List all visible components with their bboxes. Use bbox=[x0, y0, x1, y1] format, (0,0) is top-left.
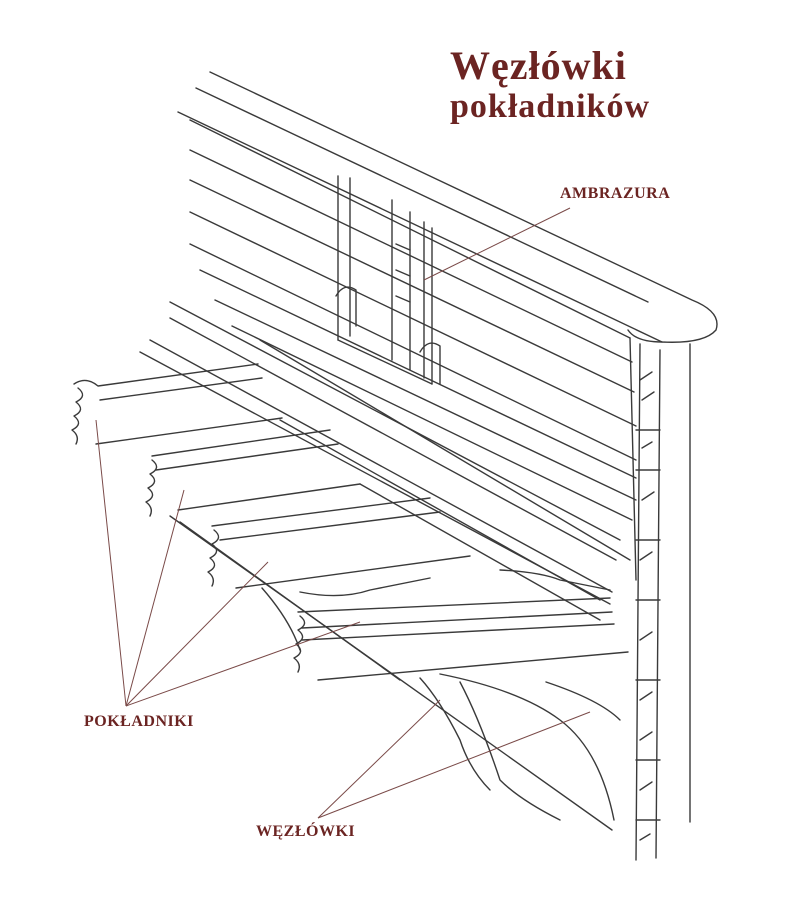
lower-planks bbox=[279, 419, 601, 621]
deck-beams bbox=[71, 363, 629, 681]
title-line-2: pokładników bbox=[450, 88, 650, 125]
label-ambrazura: AMBRAZURA bbox=[560, 185, 671, 202]
leader-wezlowka-2 bbox=[317, 711, 591, 819]
leader-pokladnik-3 bbox=[125, 561, 269, 707]
label-pokladniki: POKŁADNIKI bbox=[84, 713, 194, 730]
leader-pokladnik-2 bbox=[125, 489, 185, 707]
leader-pokladnik-4 bbox=[125, 621, 361, 707]
leader-ambrazura bbox=[423, 207, 571, 281]
gun-port bbox=[335, 175, 441, 385]
waterway-beam bbox=[139, 301, 621, 605]
bulwark-planks bbox=[189, 119, 637, 581]
leader-pokladnik-1 bbox=[95, 419, 127, 707]
hanging-knees bbox=[169, 515, 621, 831]
hull-side bbox=[635, 343, 691, 861]
leader-wezlowka-1 bbox=[317, 699, 441, 819]
title-line-1: Węzłówki bbox=[450, 43, 627, 88]
rail-cap bbox=[177, 71, 718, 343]
label-wezlowki: WĘZŁÓWKI bbox=[256, 823, 356, 840]
leader-lines bbox=[95, 207, 591, 819]
